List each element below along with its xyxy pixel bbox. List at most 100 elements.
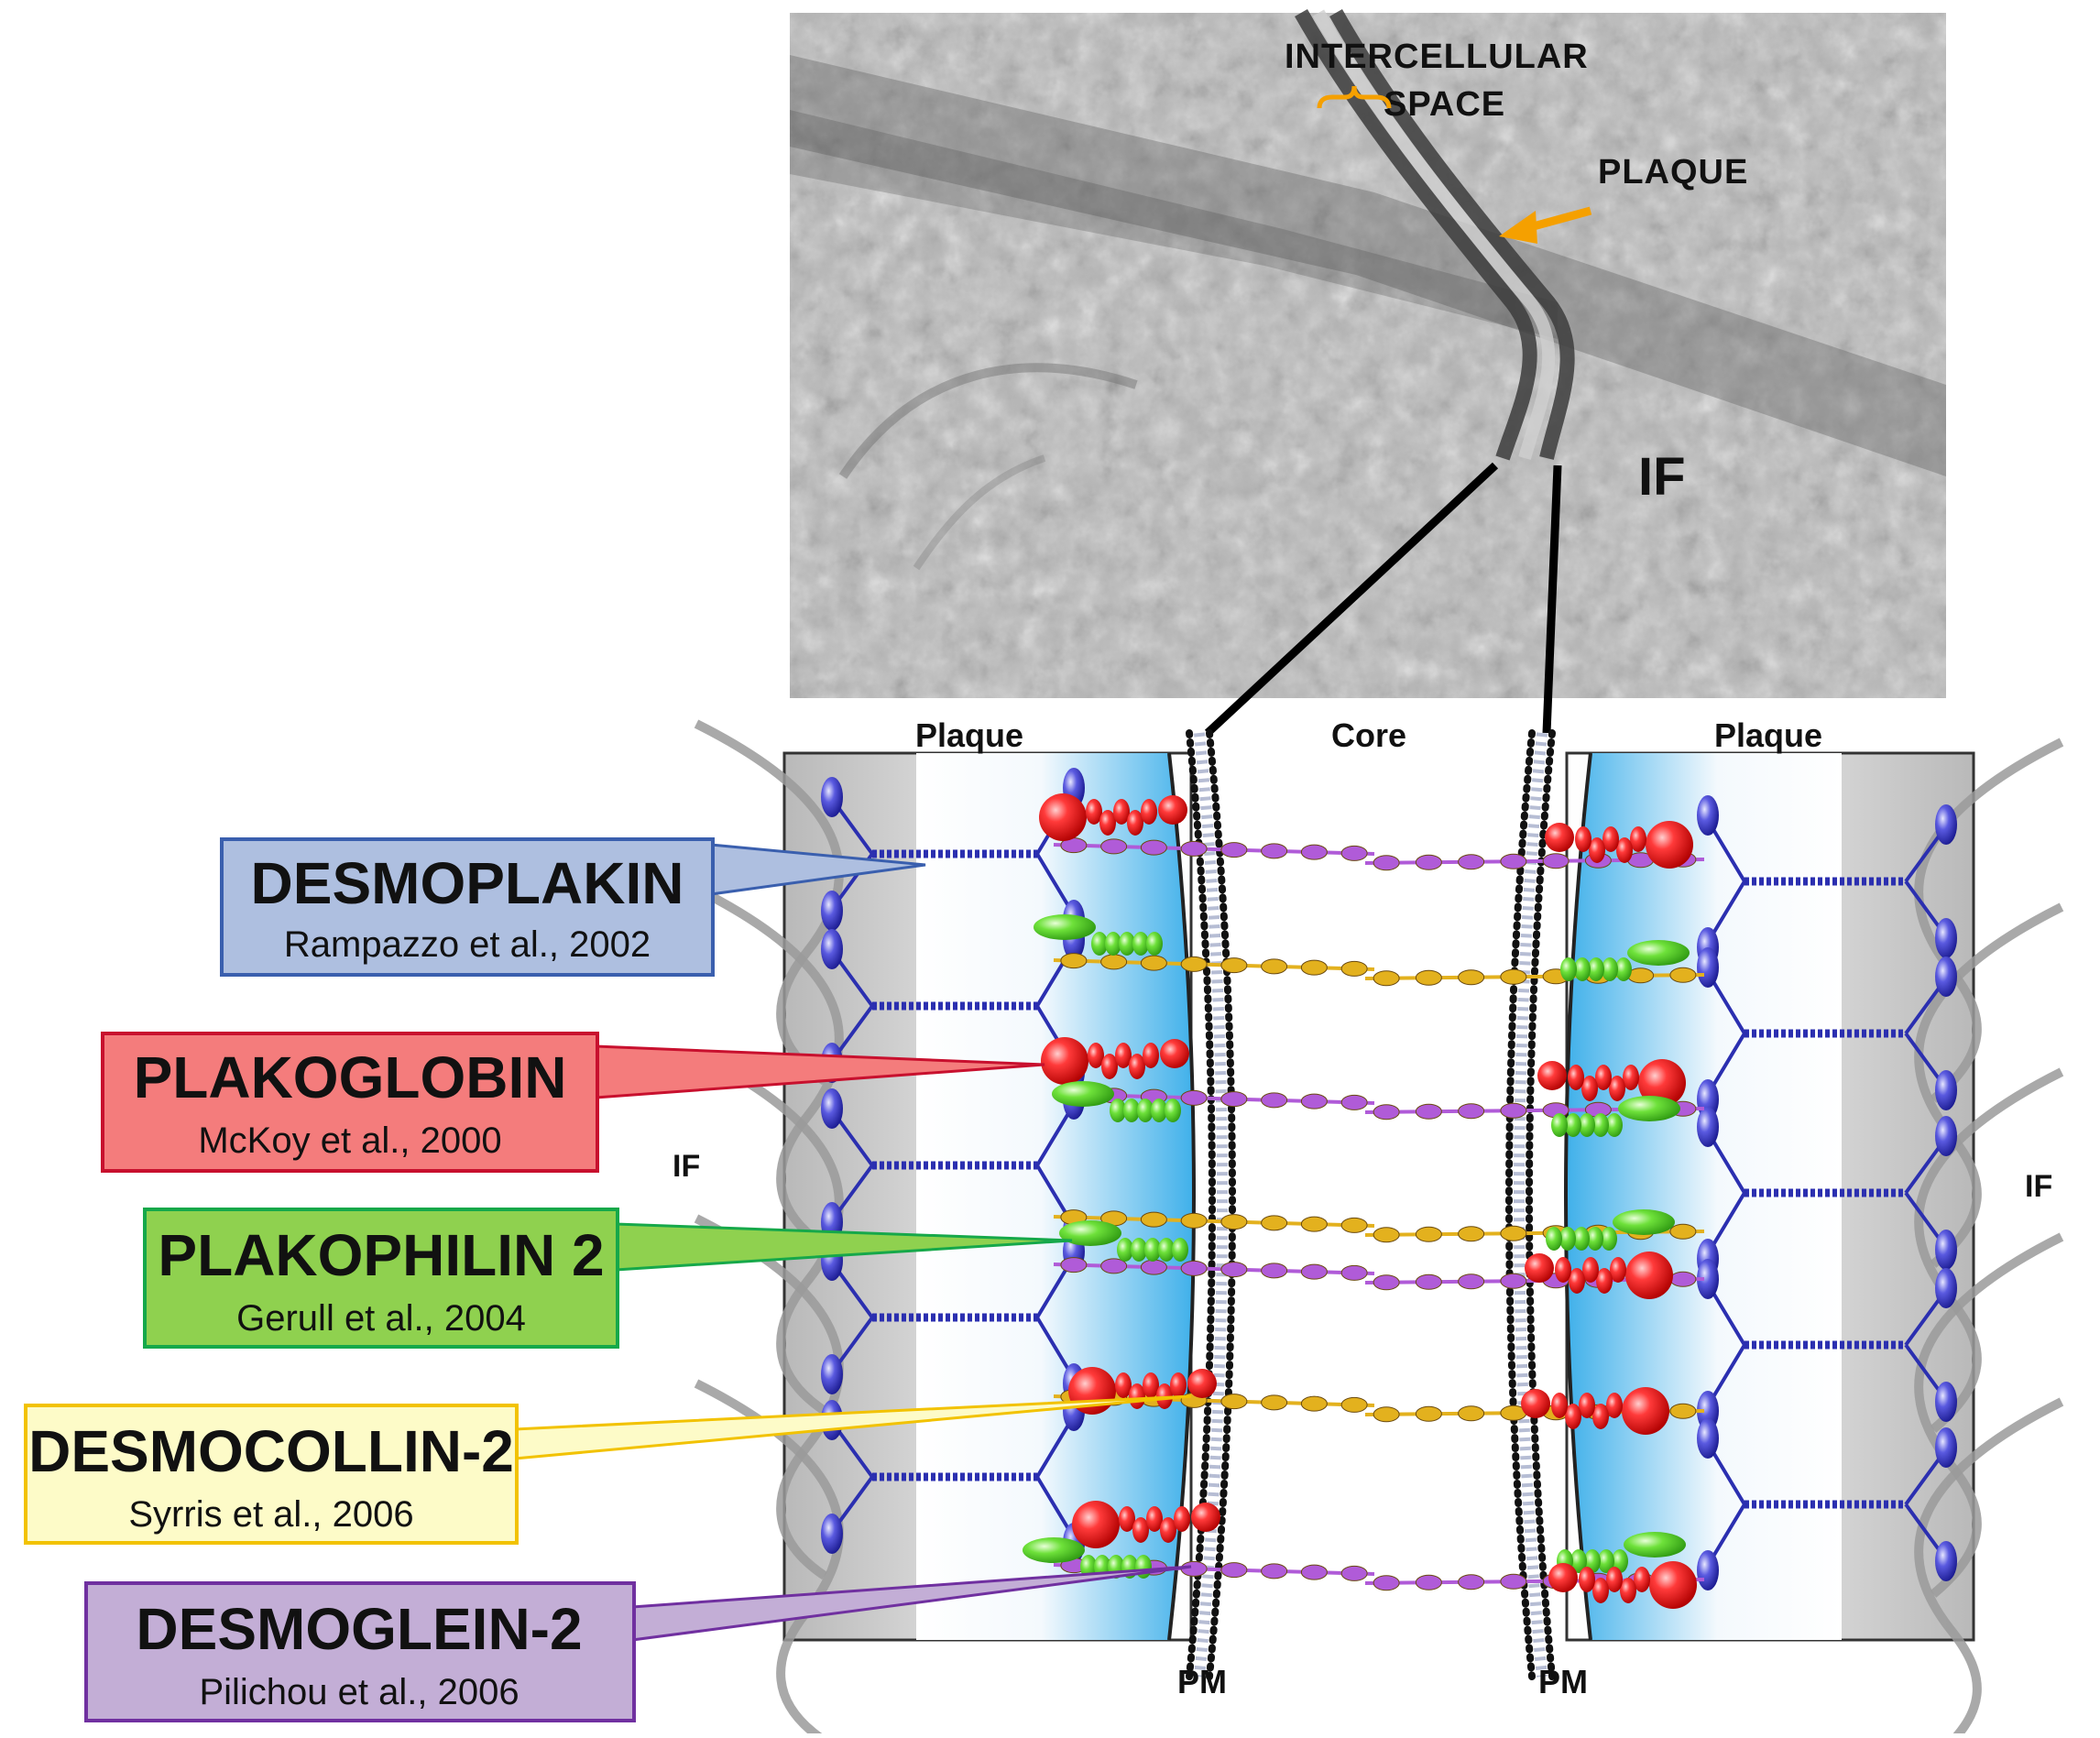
plakophilin-repeat — [1117, 1238, 1133, 1262]
desmoplakin-arm — [836, 956, 874, 1008]
plakoglobin-repeat — [1086, 799, 1102, 825]
plakoglobin-tail — [1537, 1061, 1567, 1090]
desmoglein-domain — [1300, 1564, 1328, 1580]
callout-box-plakoglobin — [101, 1032, 599, 1173]
plakoglobin-repeat — [1630, 826, 1646, 852]
plakophilin-repeat — [1146, 932, 1163, 956]
desmoglein-domain — [1140, 839, 1167, 856]
protein-name: DESMOCOLLIN-2 — [28, 1418, 514, 1484]
desmoglein-domain — [1180, 1260, 1208, 1276]
plakoglobin-tail — [1191, 1503, 1220, 1532]
plakoglobin-repeat — [1582, 1257, 1599, 1283]
desmoplakin-arm — [1904, 1295, 1942, 1347]
plaque-left-label: Plaque — [915, 716, 1023, 754]
plakoglobin-repeat — [1606, 1393, 1623, 1418]
desmoplakin-arm — [1710, 1032, 1746, 1090]
plakophilin-repeat — [1560, 957, 1577, 981]
plakophilin-head — [1059, 1220, 1121, 1246]
desmocollin-domain — [1100, 954, 1128, 970]
desmocollin-domain — [1261, 1215, 1288, 1231]
intermediate-filament — [694, 719, 844, 1086]
desmocollin-domain — [1500, 1225, 1527, 1241]
plakoglobin-tail — [1521, 1389, 1550, 1418]
intercellular-gap — [1312, 9, 1556, 460]
desmocollin-domain — [1060, 953, 1088, 969]
protein-name: DESMOPLAKIN — [251, 850, 684, 916]
filament-band — [790, 55, 1946, 476]
callout-plakophilin: PLAKOPHILIN 2 Gerull et al., 2004 — [143, 1208, 1073, 1349]
desmoplakin-head — [1697, 1107, 1719, 1147]
plakophilin-repeat — [1144, 1238, 1161, 1262]
plakoglobin-repeat — [1592, 1578, 1609, 1603]
plakoglobin-repeat — [1579, 1567, 1595, 1592]
plaque-label-micrograph: PLAQUE — [1598, 153, 1748, 191]
plakoglobin-repeat — [1127, 810, 1143, 836]
desmocollin-domain — [1669, 1223, 1697, 1240]
protein-name: DESMOGLEIN-2 — [136, 1596, 582, 1662]
protein-citation: Gerull et al., 2004 — [236, 1298, 526, 1339]
plakoglobin-repeat — [1606, 1567, 1623, 1592]
desmoglein-domain — [1500, 853, 1527, 869]
plakoglobin-repeat — [1579, 1393, 1595, 1418]
plakoglobin-repeat — [1115, 1043, 1132, 1068]
desmoplakin-head — [821, 891, 843, 931]
desmoplakin-head — [1697, 795, 1719, 836]
callout-desmoglein: DESMOGLEIN-2 Pilichou et al., 2006 — [84, 1565, 1192, 1722]
desmoplakin-arm — [1035, 1316, 1072, 1374]
plakophilin-repeat — [1151, 1099, 1167, 1122]
desmoglein-domain — [1220, 842, 1248, 858]
desmoplakin-arm — [1904, 1032, 1942, 1083]
plakoglobin-repeat — [1581, 1076, 1598, 1101]
desmoglein-domain — [1458, 1574, 1485, 1590]
plakophilin-repeat — [1158, 1238, 1175, 1262]
plakoglobin-repeat — [1595, 1065, 1612, 1090]
desmoglein-domain — [1373, 1575, 1400, 1591]
desmocollin-domain — [1458, 969, 1485, 986]
plakophilin-repeat — [1598, 1549, 1614, 1573]
plakoglobin-repeat — [1602, 826, 1619, 852]
plaque-arrow-shaft — [1528, 206, 1592, 232]
desmocollin-domain — [1300, 959, 1328, 976]
desmoglein-domain — [1220, 1091, 1248, 1108]
membrane-core — [1194, 732, 1228, 1678]
desmocollin-domain — [1220, 1214, 1248, 1230]
plakoglobin-repeat — [1592, 1404, 1609, 1429]
plakoglobin-repeat — [1160, 1517, 1176, 1543]
desmoglein-domain — [1500, 1102, 1527, 1119]
desmoglein-domain — [1373, 1104, 1400, 1120]
desmoplakin-arm — [836, 1164, 874, 1215]
desmoglein-domain — [1340, 1565, 1368, 1581]
plakoglobin-repeat — [1132, 1517, 1149, 1543]
desmocollin-domain — [1415, 1226, 1442, 1242]
right-plaque-edge — [1564, 752, 1592, 1641]
plakophilin-head — [1052, 1081, 1114, 1107]
plaque-arrow — [1499, 206, 1592, 244]
plakophilin-repeat — [1574, 957, 1591, 981]
desmocollin-domain — [1300, 1216, 1328, 1232]
if-left-label: IF — [673, 1149, 700, 1184]
filament-band-2 — [790, 110, 1558, 339]
desmocollin-domain — [1415, 969, 1442, 986]
desmocollin-domain — [1340, 1396, 1368, 1413]
desmoglein-domain — [1415, 1103, 1442, 1120]
desmoglein-domain — [1669, 1271, 1697, 1287]
desmoplakin-arm — [1710, 880, 1746, 938]
membrane-leaflet — [1505, 729, 1536, 1680]
plakophilin-repeat — [1588, 957, 1604, 981]
desmocollin-domain — [1140, 955, 1167, 971]
desmoplakin-arm — [836, 1268, 874, 1319]
intermediate-filament — [694, 1379, 844, 1738]
plakoglobin-head — [1039, 793, 1087, 841]
desmoplakin-arm — [1035, 1420, 1072, 1479]
desmoplakin-head — [1697, 1418, 1719, 1459]
intermediate-filament — [1914, 1067, 2064, 1433]
desmoglein-domain — [1340, 1264, 1368, 1281]
intercellular-bracket — [1317, 85, 1392, 109]
desmoplakin-arm — [836, 1116, 874, 1167]
plakophilin-repeat — [1602, 957, 1618, 981]
protein-citation: Syrris et al., 2006 — [128, 1494, 413, 1535]
plakoglobin-tail — [1525, 1253, 1554, 1283]
plakoglobin-repeat — [1113, 799, 1130, 825]
desmocollin-domain — [1220, 1394, 1248, 1410]
